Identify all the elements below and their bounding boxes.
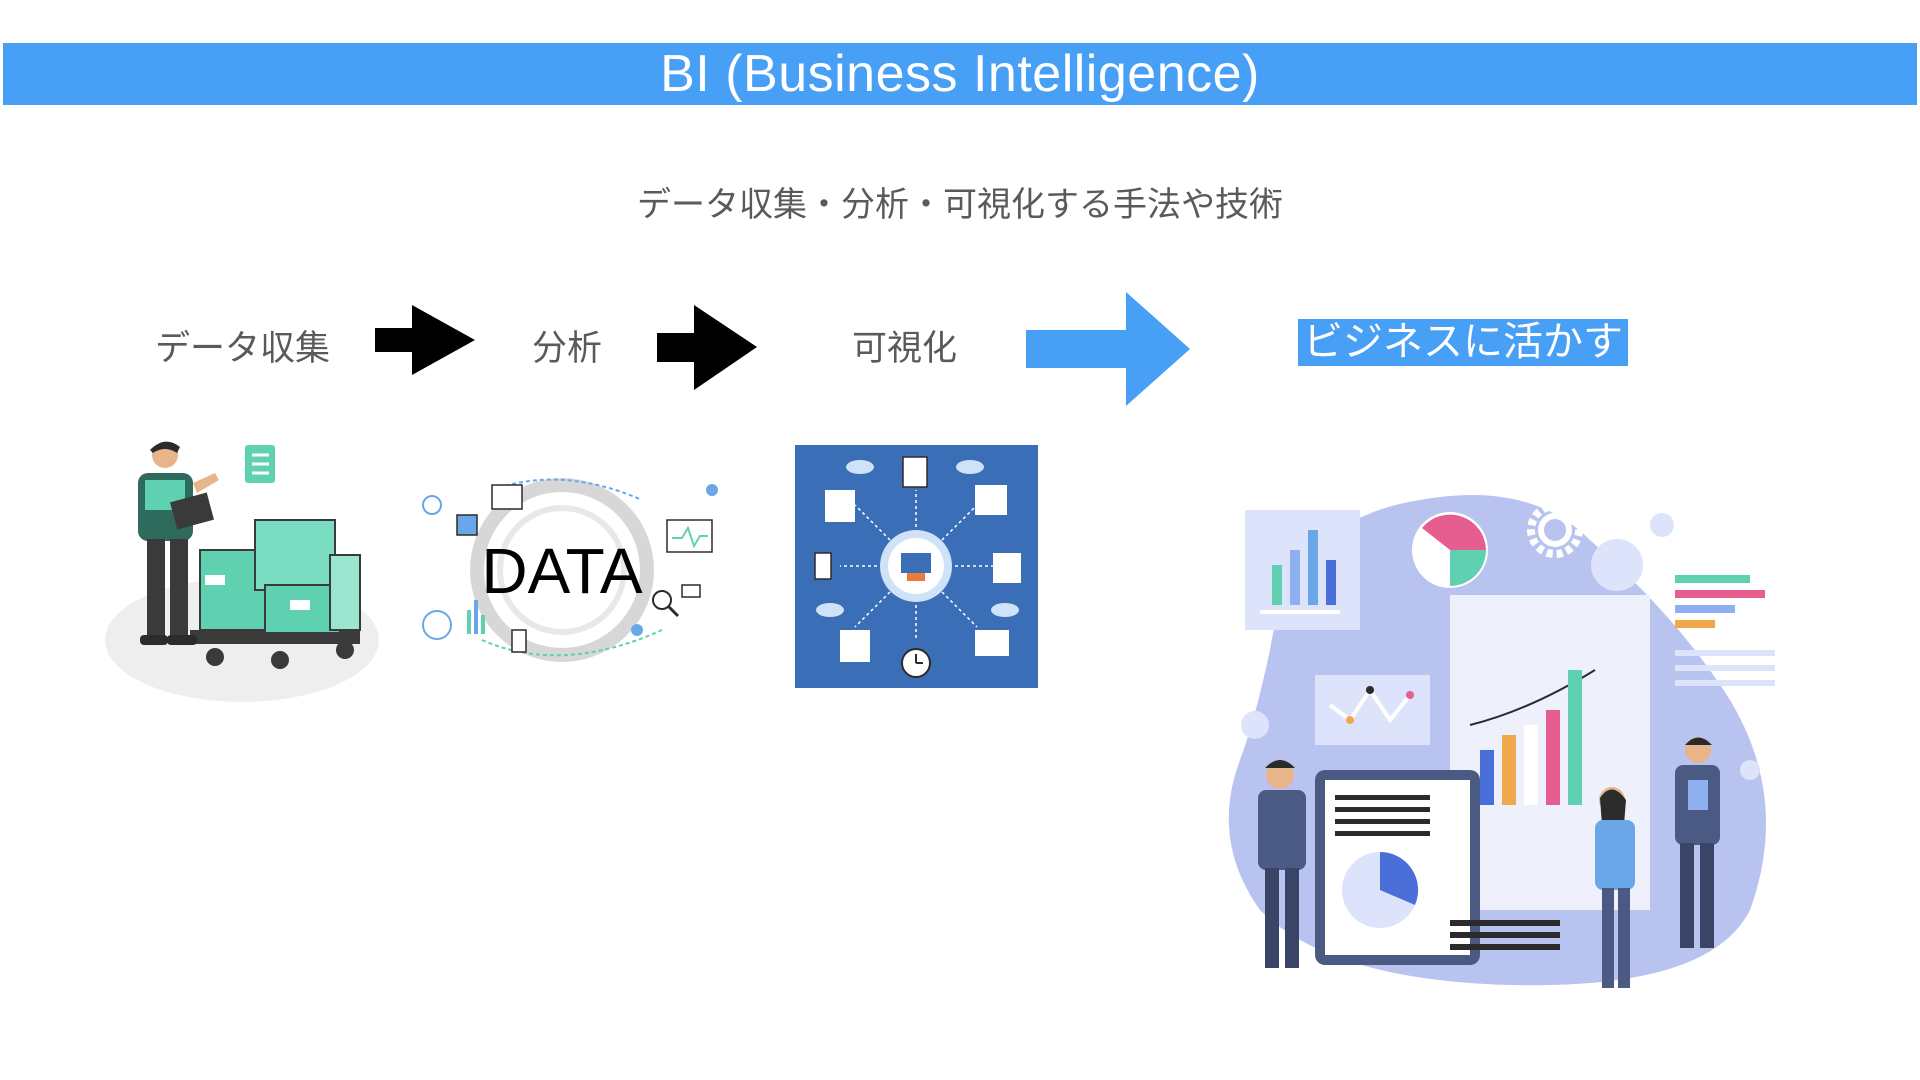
cloud-icon (846, 460, 874, 474)
banner-title: BI (Business Intelligence) (660, 45, 1260, 103)
data-collection-illustration (105, 441, 379, 702)
business-dashboard-illustration (1228, 495, 1775, 988)
arrow-right-black-icon (375, 305, 475, 375)
arrow-right-black-icon (657, 305, 757, 390)
data-analysis-illustration: DATA (422, 478, 718, 662)
data-word: DATA (481, 535, 643, 607)
result-label: ビジネスに活かす (1298, 319, 1628, 366)
step-analysis: 分析 (532, 329, 603, 369)
subtitle: データ収集・分析・可視化する手法や技術 (637, 185, 1283, 225)
step-visualization: 可視化 (852, 329, 958, 369)
title-banner: BI (Business Intelligence) (3, 43, 1917, 105)
visualization-illustration (795, 445, 1038, 688)
step-data-collection: データ収集 (155, 329, 331, 369)
arrow-right-blue-icon (1026, 292, 1190, 406)
gear-icon (1527, 502, 1583, 558)
